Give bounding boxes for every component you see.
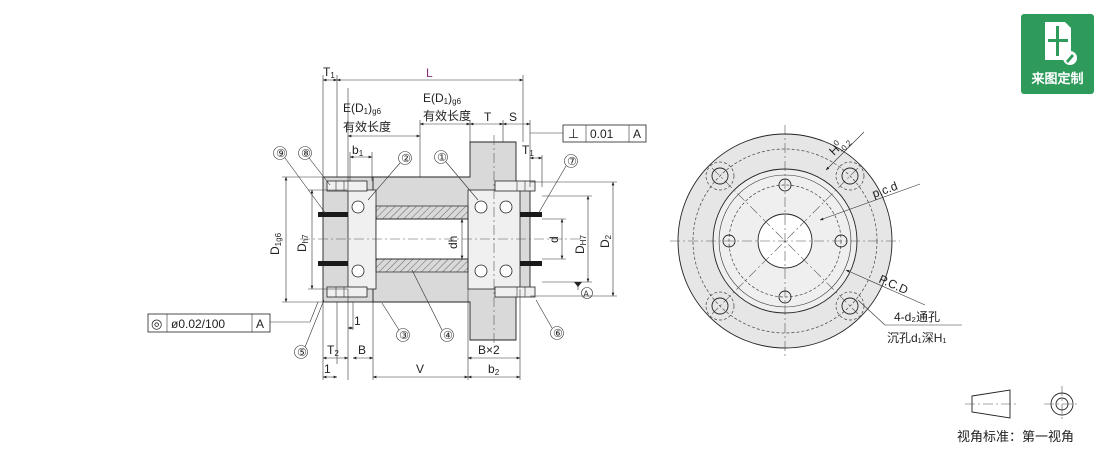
upper-sleeve xyxy=(375,205,469,220)
callout-4: ④ xyxy=(443,330,453,342)
bolt-bottom-left xyxy=(326,286,368,298)
custom-drawing-label: 来图定制 xyxy=(1031,71,1084,86)
dim-L: L xyxy=(426,66,433,80)
dim-T: T xyxy=(484,110,492,124)
part-callouts: ⑨ ⑧ ② ① ⑦ ⑤ ③ ④ ⑥ xyxy=(273,146,578,359)
drawing-edit-icon xyxy=(1045,22,1077,65)
ball-5 xyxy=(499,200,513,214)
dim-T1-right: T1 xyxy=(522,143,534,158)
hole-note-counterbore: 沉孔d₁深H₁ xyxy=(887,331,946,345)
bolt-top-right xyxy=(494,180,536,192)
perpendicularity-value: 0.01 xyxy=(590,127,614,141)
concentricity-datum: A xyxy=(256,317,264,331)
concentricity-tolerance-frame: ◎ ø0.02/100 A xyxy=(147,313,271,333)
dim-b2: b2 xyxy=(488,362,500,377)
left-seal-upper xyxy=(318,212,348,217)
dim-b1: b1 xyxy=(352,143,364,158)
dim-S: S xyxy=(509,110,517,124)
small-hole-top xyxy=(778,178,792,192)
effective-length-2-line1: E(D1)g6 xyxy=(423,91,462,106)
frustum-icon xyxy=(971,389,1011,419)
perpendicularity-symbol: ⊥ xyxy=(568,126,579,141)
dim-Bx2: B×2 xyxy=(478,343,500,357)
dim-1-upper: 1 xyxy=(354,314,361,328)
callout-2: ② xyxy=(401,153,411,165)
ball-3 xyxy=(474,200,488,214)
dim-T2: T2 xyxy=(327,343,339,358)
callout-3: ③ xyxy=(399,330,409,342)
custom-drawing-button[interactable]: 来图定制 xyxy=(1021,14,1094,94)
dim-d: d xyxy=(547,236,561,243)
effective-length-2-line2: 有效长度 xyxy=(423,108,471,123)
bolt-top-left xyxy=(326,180,368,192)
projection-label: 视角标准：第一视角 xyxy=(957,429,1074,444)
datum-A-marker xyxy=(581,287,593,299)
dim-DH7: DH7 xyxy=(573,235,588,254)
dim-pcd-large: P.C.D xyxy=(877,272,911,297)
ball-2 xyxy=(351,264,365,278)
bolt-bottom-right xyxy=(494,286,536,298)
front-view: H0-0.2 p.c.d P.C.D 4-d₂通孔 沉孔d₁深H₁ xyxy=(670,125,962,357)
callout-8: ⑧ xyxy=(301,148,311,160)
counterbored-holes xyxy=(705,161,865,321)
lower-sleeve xyxy=(375,258,469,273)
right-seal-lower xyxy=(520,261,542,266)
effective-length-1-line2: 有效长度 xyxy=(343,119,391,134)
ball-1 xyxy=(351,200,365,214)
callout-1: ① xyxy=(437,152,447,164)
dim-D1g6: D1g6 xyxy=(268,232,283,255)
left-seal-lower xyxy=(318,261,348,266)
dim-B: B xyxy=(358,343,366,357)
datum-A-label: A xyxy=(584,290,590,299)
projection-symbol: 视角标准：第一视角 xyxy=(957,386,1080,444)
concentricity-value: ø0.02/100 xyxy=(171,317,225,331)
callout-6: ⑥ xyxy=(553,328,563,340)
callout-7: ⑦ xyxy=(567,156,577,168)
dim-dh: dh xyxy=(446,236,460,249)
small-hole-right xyxy=(834,234,848,248)
concentricity-symbol: ◎ xyxy=(151,316,162,331)
effective-length-1-line1: E(D1)g6 xyxy=(343,101,382,116)
ball-6 xyxy=(499,264,513,278)
small-hole-left xyxy=(722,234,736,248)
dim-Dh7: Dh7 xyxy=(295,234,310,252)
dim-1-lower: 1 xyxy=(324,362,331,376)
dim-D2: D2 xyxy=(598,234,613,248)
callout-5: ⑤ xyxy=(297,347,307,359)
ball-4 xyxy=(474,264,488,278)
small-hole-bottom xyxy=(778,290,792,304)
dim-T1: T1 xyxy=(323,65,335,80)
perpendicularity-datum: A xyxy=(633,127,641,141)
callout-9: ⑨ xyxy=(276,148,286,160)
side-view: T1 L E(D1)g6 有效长度 E(D1)g6 有效长度 T S ⊥ 0.0… xyxy=(147,65,647,380)
dim-V: V xyxy=(416,362,424,376)
perpendicularity-tolerance-frame: ⊥ 0.01 A xyxy=(562,124,647,143)
hole-note-through: 4-d₂通孔 xyxy=(894,310,940,324)
right-seal-upper xyxy=(520,212,542,217)
